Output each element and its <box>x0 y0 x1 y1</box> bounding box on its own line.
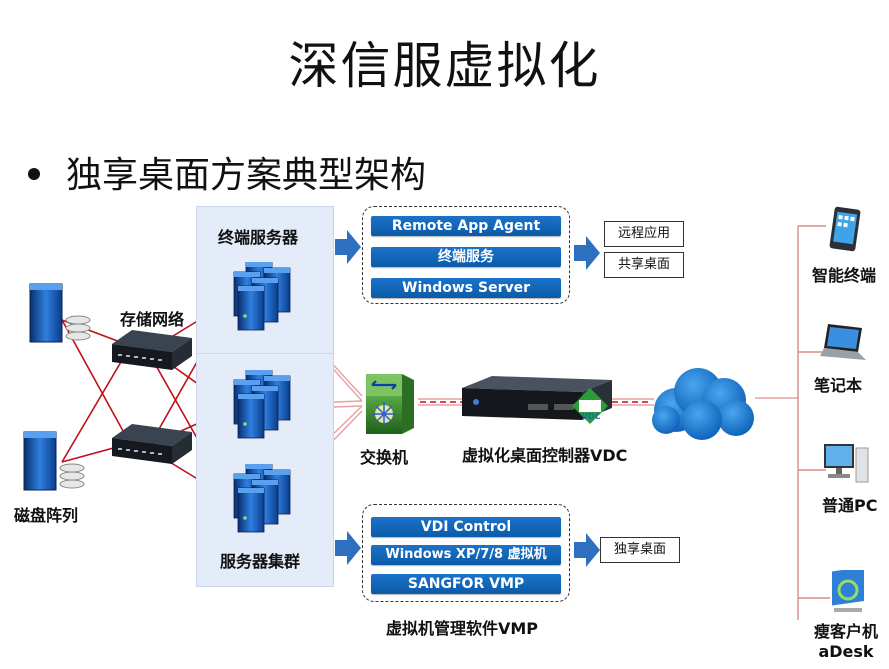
laptop-icon <box>820 324 866 360</box>
service-sangfor-vmp: SANGFOR VMP <box>371 574 561 594</box>
service-vdi-control: VDI Control <box>371 517 561 537</box>
arrow-right-icon-2 <box>335 531 361 565</box>
storage-network-label: 存储网络 <box>120 310 185 329</box>
vdc-badge-icon <box>572 388 608 424</box>
bullet-text: 独享桌面方案典型架构 <box>66 155 427 196</box>
device-bus <box>797 225 830 620</box>
disk-array-icon-2 <box>23 431 85 491</box>
storage-switch-icon-1 <box>112 330 192 370</box>
switch-icon <box>366 374 414 434</box>
terminal-servers-label: 终端服务器 <box>218 228 299 247</box>
disk-array-label: 磁盘阵列 <box>14 506 79 525</box>
arrow-right-icon-4 <box>574 533 600 567</box>
arrow-right-icon-1 <box>335 230 361 264</box>
vm-server-cluster-icon-1 <box>224 370 294 444</box>
vm-server-cluster-icon-2 <box>224 464 294 538</box>
desktop-pc-icon <box>824 444 869 483</box>
arrow-right-icon-3 <box>574 236 600 270</box>
service-windows-vm: Windows XP/7/8 虚拟机 <box>371 545 561 565</box>
device-label-pc: 普通PC <box>822 496 878 515</box>
service-terminal: 终端服务 <box>371 247 561 267</box>
output-shared-desktop: 共享桌面 <box>604 252 684 278</box>
service-remote-app-agent: Remote App Agent <box>371 216 561 236</box>
device-label-smart-terminal: 智能终端 <box>812 266 877 285</box>
cloud-icon <box>652 368 754 440</box>
vdc-badge-text: VDC <box>581 412 601 421</box>
bullet-dot <box>28 168 40 180</box>
disk-array-icon-1 <box>29 283 91 343</box>
page-title: 深信服虚拟化 <box>288 37 601 95</box>
bullet-heading: 独享桌面方案典型架构 <box>28 146 426 198</box>
terminal-server-cluster-icon <box>224 262 294 336</box>
storage-switch-icon-2 <box>112 424 192 464</box>
service-windows-server: Windows Server <box>371 278 561 298</box>
vdc-label: 虚拟化桌面控制器VDC <box>462 446 628 465</box>
server-cluster-label: 服务器集群 <box>220 552 301 571</box>
output-dedicated-desktop: 独享桌面 <box>600 537 680 563</box>
device-label-laptop: 笔记本 <box>814 376 863 395</box>
device-label-thin-client: 瘦客户机 aDesk <box>814 622 879 661</box>
vmp-label: 虚拟机管理软件VMP <box>386 619 539 638</box>
tablet-icon <box>829 206 861 252</box>
output-remote-app: 远程应用 <box>604 221 684 247</box>
switch-label: 交换机 <box>360 448 409 467</box>
thin-client-icon <box>832 570 864 612</box>
